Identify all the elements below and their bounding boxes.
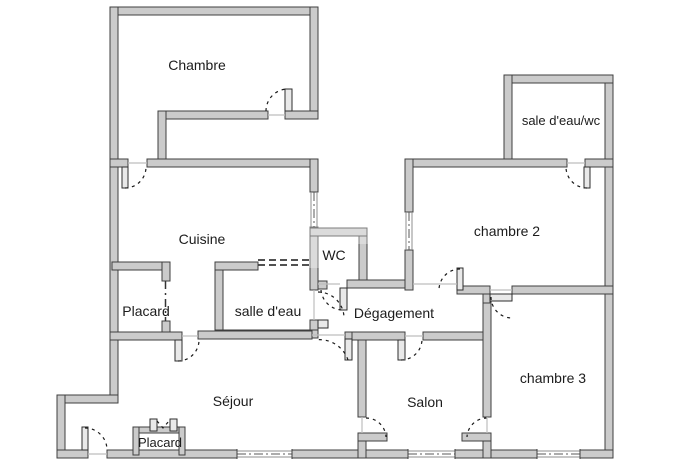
door-arc (466, 417, 488, 438)
wall (106, 449, 238, 459)
wall (357, 331, 367, 418)
door-leaf (489, 293, 513, 302)
wall (111, 261, 171, 271)
wall (109, 6, 319, 16)
wall (197, 330, 313, 340)
closet-door-dashes (156, 420, 170, 429)
room-label-degagement: Dégagement (354, 305, 434, 321)
wall (454, 449, 538, 459)
door-arcs (84, 88, 588, 451)
room-label-placard: Placard (122, 303, 169, 319)
door-leaf (397, 339, 406, 361)
thresholds (88, 114, 585, 455)
wall (511, 285, 614, 295)
door-arc (438, 268, 461, 291)
closet-door-leaf (149, 418, 158, 432)
windows (236, 192, 581, 459)
door-leaf (583, 166, 591, 189)
wall (346, 279, 414, 289)
door-arc (400, 339, 423, 361)
door-arc (365, 417, 387, 438)
wall (461, 432, 492, 442)
wall (309, 6, 319, 120)
wall (214, 261, 259, 271)
door-leaf (317, 319, 329, 329)
wall (351, 331, 406, 341)
room-label-salle-deau: salle d'eau (235, 303, 302, 319)
room-label-sale-deau-wc: sale d'eau/wc (522, 113, 601, 128)
door-arc (124, 166, 147, 189)
door-leaf (344, 338, 353, 361)
wall (309, 158, 319, 193)
door-leaf (339, 287, 348, 311)
wall (132, 426, 140, 456)
wall (317, 280, 328, 290)
room-label-sejour: Séjour (213, 393, 254, 409)
door-arc (490, 296, 513, 319)
wall (404, 158, 414, 213)
door-arc (565, 166, 588, 189)
wall (579, 449, 614, 459)
wall (146, 158, 319, 168)
wall (503, 74, 614, 84)
wall (357, 432, 388, 442)
watermark-smudge (295, 222, 435, 244)
room-label-salon: Salon (407, 394, 443, 410)
wall (422, 331, 491, 341)
wall (291, 449, 409, 459)
open-boundaries (164, 259, 310, 321)
wall (482, 293, 491, 304)
door-arc (317, 291, 345, 319)
wall (503, 74, 513, 168)
room-label-chambre-2: chambre 2 (474, 223, 540, 239)
wall (56, 449, 89, 459)
door-arc (314, 339, 349, 361)
wall (482, 301, 492, 418)
wall (214, 261, 224, 339)
wall (56, 394, 119, 404)
wall (56, 394, 66, 459)
wall (178, 426, 186, 456)
door-arc (177, 339, 200, 362)
closet-door-leaf (169, 418, 178, 432)
wall (161, 261, 171, 282)
room-labels: Chambre sale d'eau/wc Cuisine chambre 2 … (122, 57, 600, 450)
room-label-wc: WC (322, 247, 345, 263)
room-label-cuisine: Cuisine (179, 231, 226, 247)
door-leaf (174, 339, 183, 362)
wall (157, 110, 269, 120)
wall (604, 74, 614, 459)
wall (404, 158, 568, 168)
watermark-smudge (298, 244, 326, 268)
door-leaves (81, 88, 591, 451)
room-label-placard-2: Placard (138, 435, 182, 450)
room-label-chambre-3: chambre 3 (520, 370, 586, 386)
wall (404, 249, 414, 291)
room-label-chambre: Chambre (168, 57, 226, 73)
wall (109, 158, 129, 168)
wall (284, 110, 319, 120)
wall (309, 227, 368, 237)
door-leaf (456, 267, 464, 291)
door-leaf (284, 88, 293, 112)
wall (109, 6, 119, 404)
wall (109, 331, 183, 341)
door-leaf (81, 426, 89, 451)
watermark (295, 222, 435, 268)
wall (584, 158, 614, 168)
wall (161, 320, 171, 334)
door-leaf (121, 166, 129, 189)
door-arc (320, 289, 344, 311)
